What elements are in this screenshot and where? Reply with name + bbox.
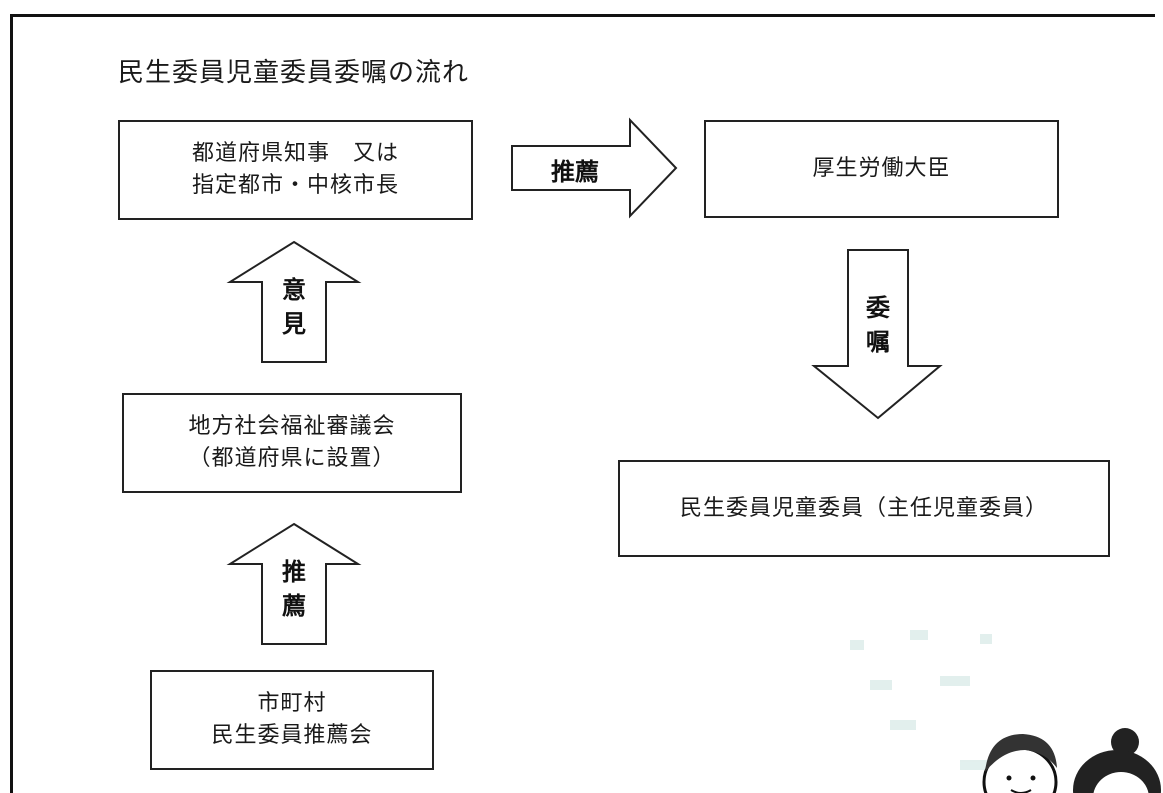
commission-down-arrow: 委 嘱 [811,248,943,420]
commission-char2: 嘱 [866,327,890,356]
commissioner-box: 民生委員児童委員（主任児童委員） [618,460,1110,557]
recommend-up-char2: 薦 [282,591,306,620]
municipal-line1: 市町村 [257,691,327,717]
recommend-up-char1: 推 [282,558,306,586]
up-arrow-icon [226,240,362,363]
cartoon-figures-illustration [982,728,1161,793]
commission-label: 委 嘱 [848,292,908,359]
minister-box: 厚生労働大臣 [704,120,1059,218]
right-arrow-icon [511,117,678,219]
council-line2: （都道府県に設置） [188,446,396,471]
governor-line1: 都道府県知事 又は [191,141,399,167]
page-frame [10,14,1155,793]
down-arrow-icon [811,249,943,420]
governor-line2: 指定都市・中核市長 [191,173,399,198]
opinion-char1: 意 [282,276,306,304]
council-line1: 地方社会福祉審議会 [188,414,396,440]
municipal-box: 市町村 民生委員推薦会 [150,670,434,770]
up-arrow-icon [226,522,362,645]
opinion-char2: 見 [282,309,306,338]
governor-box: 都道府県知事 又は 指定都市・中核市長 [118,120,473,220]
woman-face-icon [1073,728,1161,793]
recommend-up-arrow: 推 薦 [226,522,362,646]
recommend-right-label: 推薦 [551,158,599,186]
commission-char1: 委 [866,294,890,322]
diagram-title: 民生委員児童委員委嘱の流れ [118,58,470,88]
opinion-up-arrow: 意 見 [226,240,362,364]
municipal-line2: 民生委員推薦会 [211,723,373,748]
faint-background-decoration [850,630,994,770]
council-box: 地方社会福祉審議会 （都道府県に設置） [122,393,462,493]
commissioner-line1: 民生委員児童委員（主任児童委員） [679,495,1048,521]
opinion-label: 意 見 [264,274,324,341]
man-face-icon [982,734,1058,793]
minister-line1: 厚生労働大臣 [812,156,951,182]
recommend-up-label: 推 薦 [264,556,324,623]
recommend-right-arrow: 推薦 [510,117,680,220]
